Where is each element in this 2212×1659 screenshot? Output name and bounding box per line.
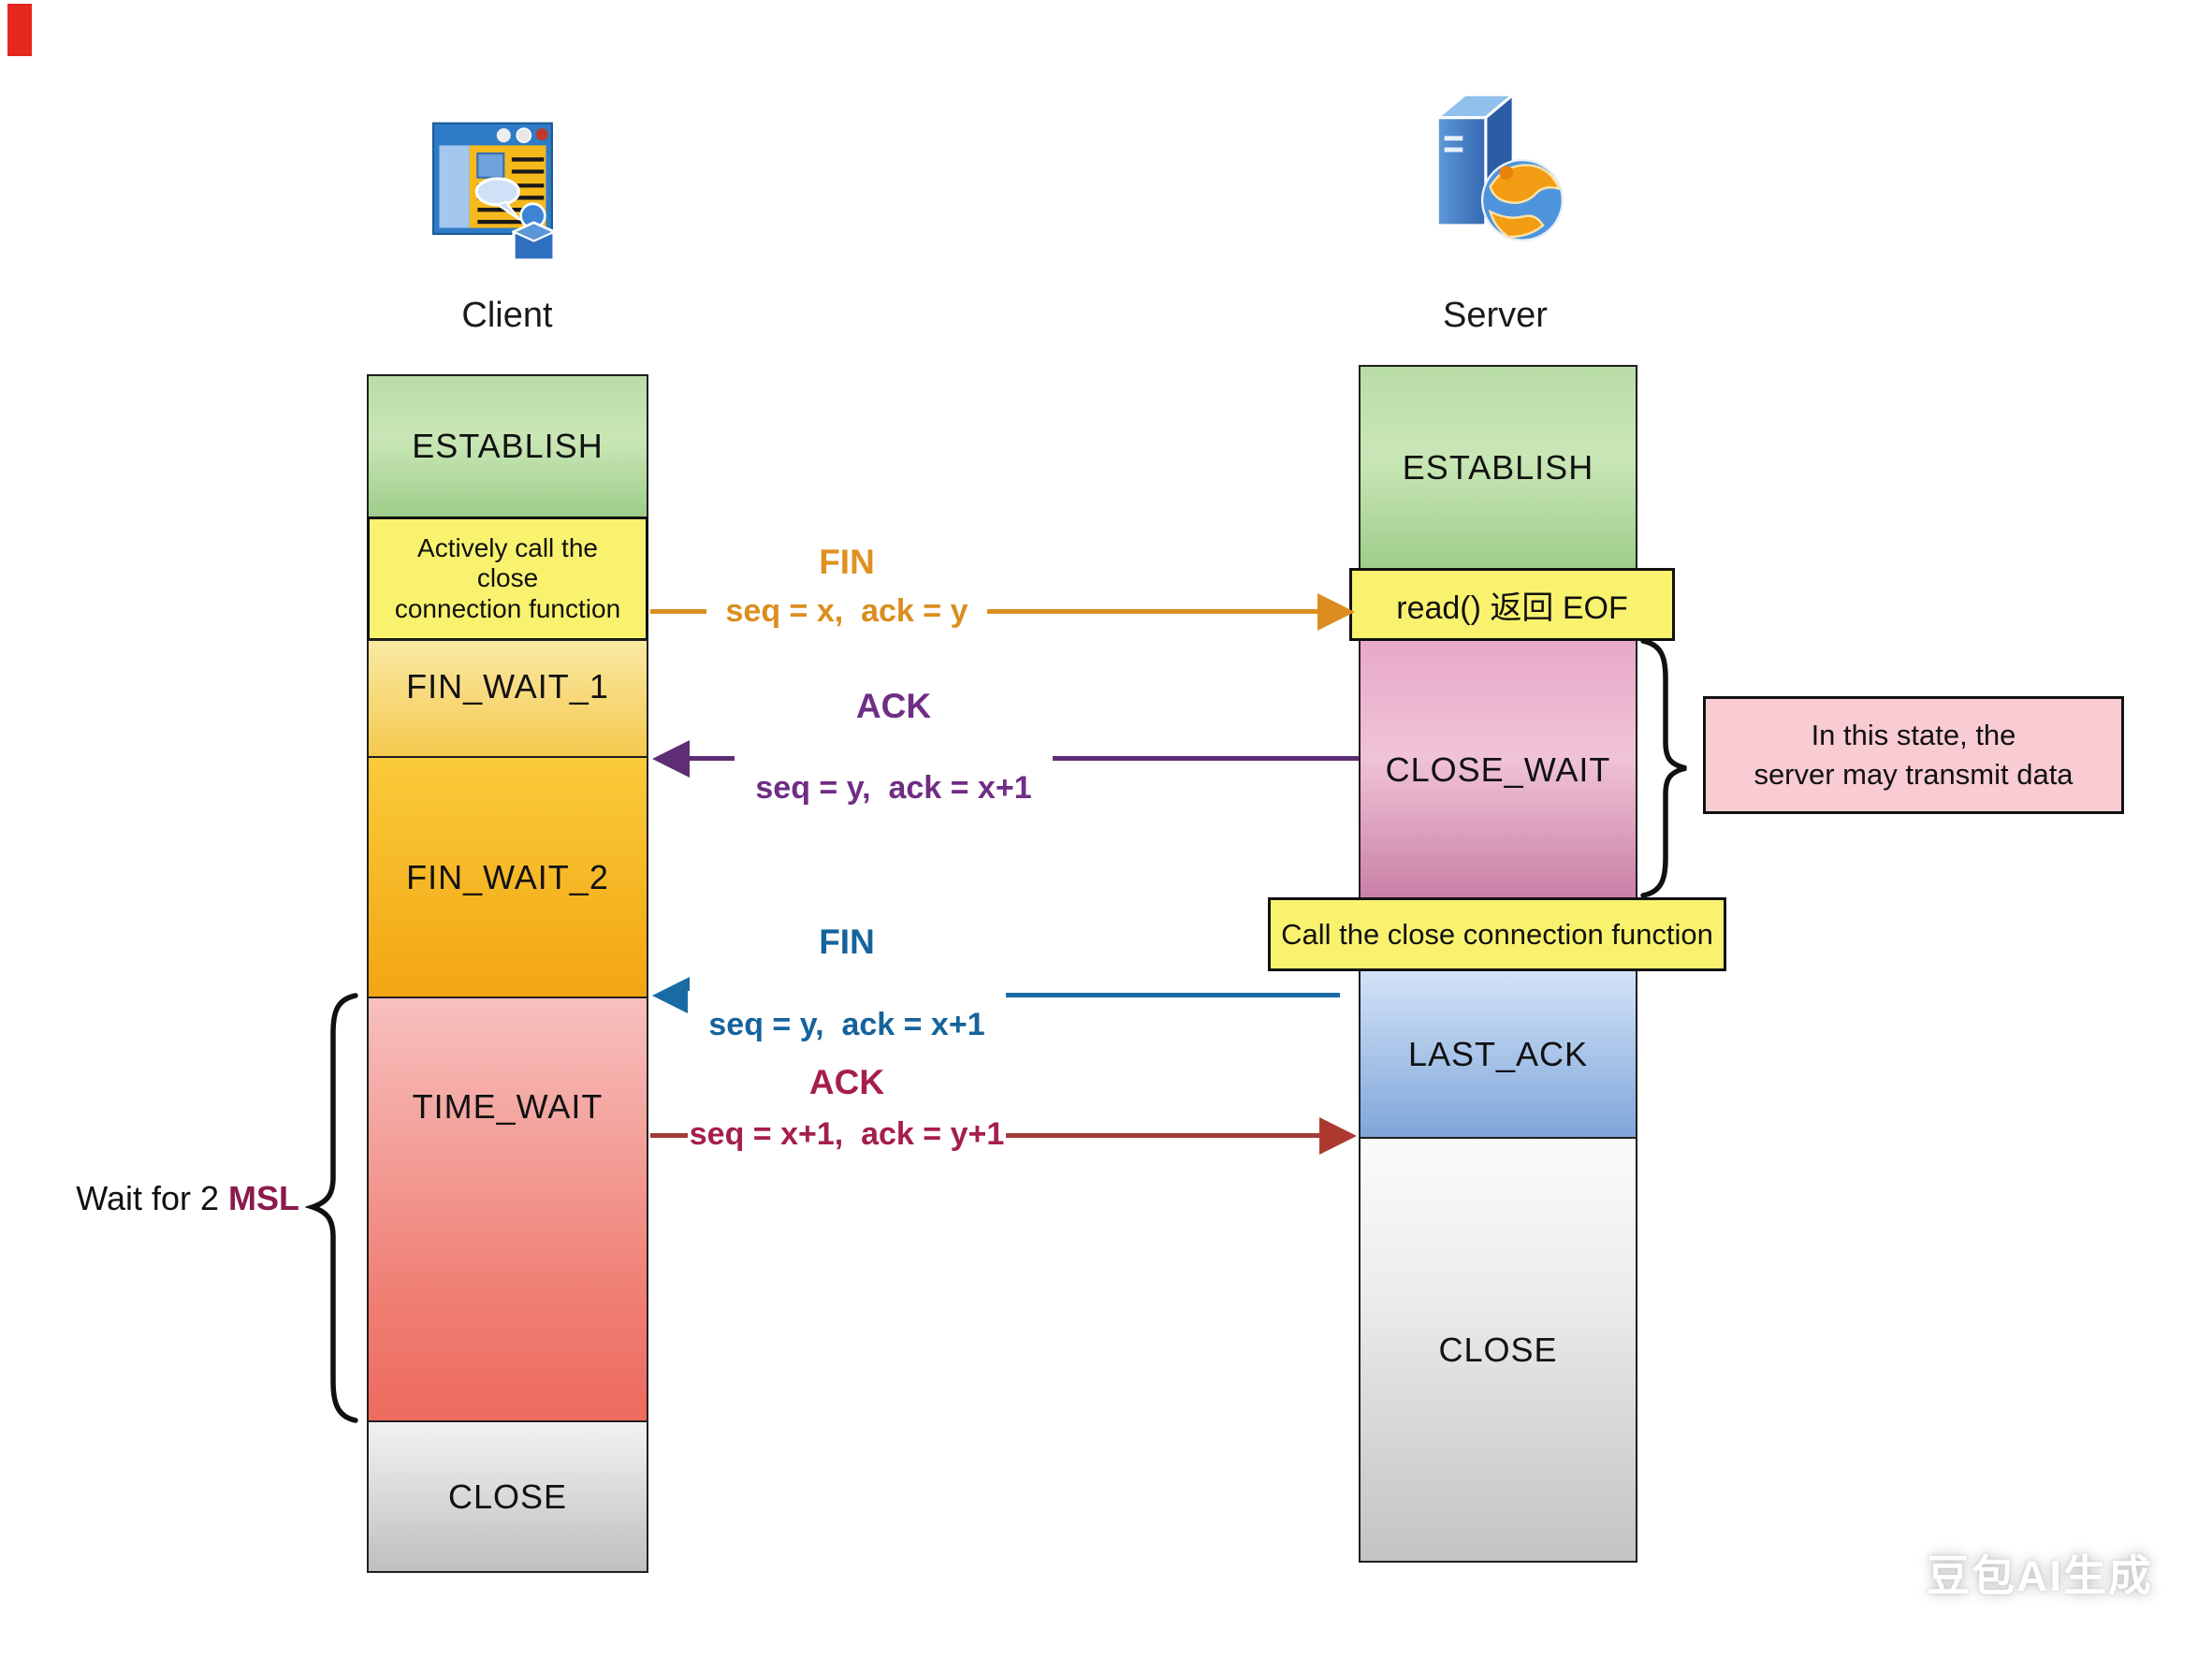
message-ack2-arrowhead	[1319, 1117, 1357, 1155]
message-fin1-detail: seq = x, ack = y	[706, 589, 987, 633]
client-note-active-close: Actively call the close connection funct…	[367, 517, 648, 641]
message-fin2-detail: seq = y, ack = x+1	[688, 991, 1006, 1043]
corner-marker	[7, 4, 32, 56]
wait-2msl-highlight: MSL	[228, 1179, 299, 1217]
message-ack1-title: ACK	[855, 687, 932, 725]
message-fin1-title: FIN	[819, 543, 875, 581]
message-fin2-title: FIN	[819, 923, 875, 961]
client-state-time-wait: TIME_WAIT	[367, 997, 648, 1422]
server-state-last-ack: LAST_ACK	[1359, 969, 1637, 1139]
client-state-fin-wait-1: FIN_WAIT_1	[367, 639, 648, 758]
message-fin2-arrowhead	[652, 977, 690, 1014]
server-note-read-eof: read() 返回 EOF	[1349, 568, 1675, 641]
client-state-close: CLOSE	[367, 1420, 648, 1573]
right-brace	[1640, 638, 1687, 898]
message-fin2-line	[688, 993, 1340, 997]
message-fin1-arrowhead	[1317, 593, 1355, 631]
message-ack1-arrowhead	[652, 740, 690, 778]
wait-2msl-prefix: Wait for 2	[76, 1179, 228, 1217]
server-state-close-wait: CLOSE_WAIT	[1359, 639, 1637, 901]
client-state-establish: ESTABLISH	[367, 374, 648, 518]
client-icon	[431, 122, 557, 262]
server-state-establish: ESTABLISH	[1359, 365, 1637, 570]
server-state-close: CLOSE	[1359, 1137, 1637, 1563]
client-label: Client	[461, 296, 553, 335]
client-state-fin-wait-2: FIN_WAIT_2	[367, 756, 648, 998]
message-ack2-title: ACK	[808, 1063, 885, 1101]
watermark: 豆包AI生成	[1927, 1551, 2153, 1600]
server-icon	[1433, 91, 1564, 242]
message-ack1-detail: seq = y, ack = x+1	[735, 754, 1053, 807]
wait-2msl-label: Wait for 2 MSL	[28, 1179, 299, 1218]
close-wait-annotation: In this state, the server may transmit d…	[1703, 696, 2124, 814]
left-brace	[305, 993, 358, 1423]
server-label: Server	[1443, 296, 1548, 335]
server-note-call-close: Call the close connection function	[1268, 897, 1726, 971]
message-ack2-detail: seq = x+1, ack = y+1	[688, 1113, 1006, 1157]
